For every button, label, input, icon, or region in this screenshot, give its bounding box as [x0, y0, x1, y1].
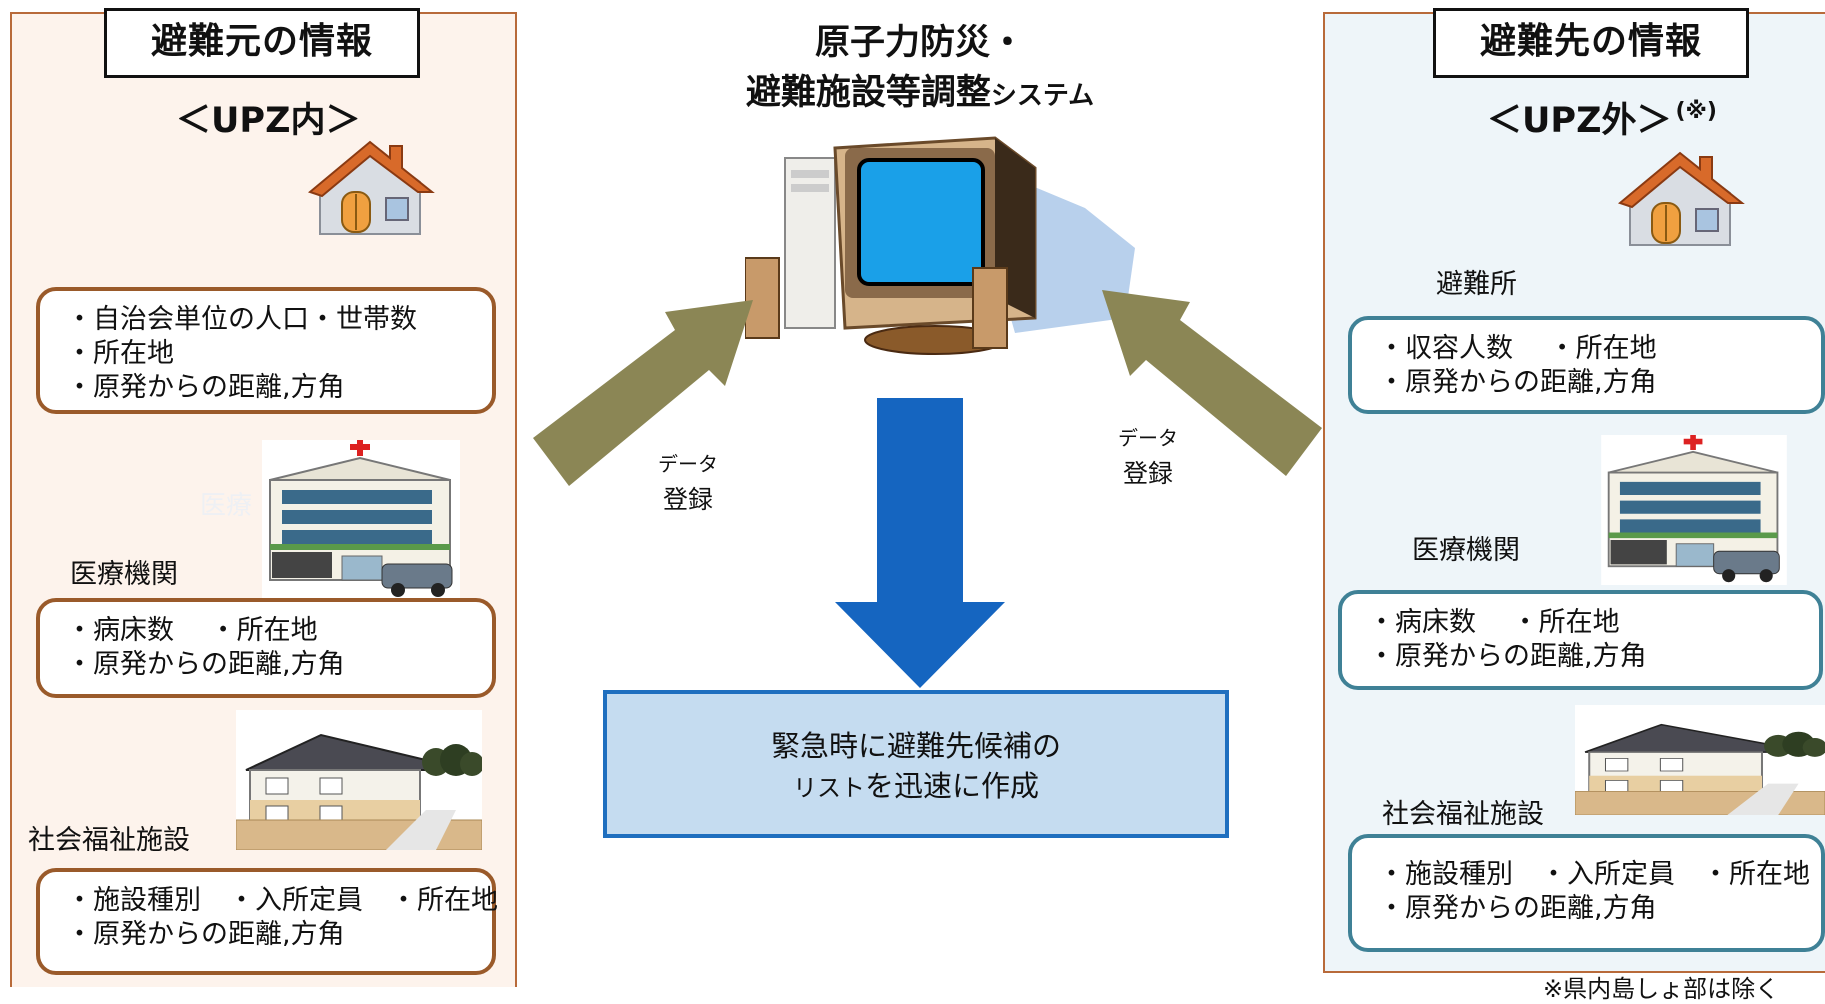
- left-hospital-label: 医療機関: [70, 559, 178, 590]
- right-welfare-info-box: ・施設種別 ・入所定員 ・所在地 ・原発からの距離,方角: [1348, 834, 1825, 952]
- system-title-small: システム: [990, 81, 1095, 111]
- info-line: ・原発からの距離,方角: [66, 649, 345, 680]
- left-hospital-info-box: ・病床数 ・所在地 ・原発からの距離,方角: [36, 598, 496, 698]
- system-title: 原子力防災・ 避難施設等調整システム: [600, 18, 1240, 121]
- house-icon: [307, 140, 435, 235]
- data-label-text: 登録: [1122, 459, 1173, 488]
- result-line1: 緊急時に避難先候補の: [770, 729, 1061, 763]
- hospital-icon: [1601, 435, 1787, 585]
- info-line: ・原発からの距離,方角: [1378, 367, 1657, 398]
- info-line: ・所在地: [66, 338, 174, 369]
- left-welfare-info-box: ・施設種別 ・入所定員 ・所在地 ・原発からの距離,方角: [36, 868, 498, 975]
- computer-icon: [745, 136, 1135, 355]
- right-shelter-info-box: ・収容人数 ・所在地 ・原発からの距離,方角: [1348, 316, 1825, 414]
- left-hospital-faint-label: 医療: [200, 491, 253, 521]
- right-hospital-info-box: ・病床数 ・所在地 ・原発からの距離,方角: [1338, 590, 1823, 690]
- result-line2: リストを迅速に作成: [607, 766, 1225, 808]
- right-shelter-label: 避難所: [1436, 269, 1517, 300]
- info-line: ・原発からの距離,方角: [1368, 641, 1647, 672]
- right-data-entry-label: データ 登録: [1118, 420, 1178, 492]
- result-small: リスト: [792, 774, 865, 802]
- left-data-entry-label: データ 登録: [658, 446, 718, 518]
- welfare-facility-icon: [236, 710, 482, 850]
- right-subtitle-note: (※): [1675, 99, 1717, 124]
- hospital-icon: [262, 440, 460, 600]
- system-title-line2: 避難施設等調整システム: [600, 68, 1240, 121]
- info-line: ・収容人数 ・所在地: [1378, 333, 1657, 364]
- right-subtitle: ＜UPZ外＞(※): [1487, 92, 1717, 143]
- data-label-small: データ: [658, 452, 718, 476]
- right-header: 避難先の情報: [1433, 8, 1749, 78]
- system-title-text: 避難施設等調整: [745, 73, 991, 113]
- info-line: ・施設種別 ・入所定員 ・所在地: [1378, 859, 1810, 890]
- left-subtitle: ＜UPZ内＞: [176, 101, 361, 141]
- info-line: ・病床数 ・所在地: [66, 615, 318, 646]
- right-subtitle-text: ＜UPZ外＞: [1487, 101, 1672, 141]
- info-line: ・病床数 ・所在地: [1368, 607, 1620, 638]
- right-hospital-label: 医療機関: [1412, 535, 1520, 566]
- info-line: ・原発からの距離,方角: [66, 919, 345, 950]
- data-label-small: データ: [1118, 426, 1178, 450]
- system-title-line1: 原子力防災・: [814, 23, 1025, 63]
- candidate-list-result-box: 緊急時に避難先候補の リストを迅速に作成: [603, 690, 1229, 838]
- left-residents-info-box: ・自治会単位の人口・世帯数 ・所在地 ・原発からの距離,方角: [36, 287, 496, 414]
- info-line: ・原発からの距離,方角: [1378, 893, 1657, 924]
- welfare-facility-icon: [1575, 705, 1825, 815]
- info-line: ・施設種別 ・入所定員 ・所在地: [66, 885, 498, 916]
- info-line: ・原発からの距離,方角: [66, 372, 345, 403]
- right-welfare-label: 社会福祉施設: [1382, 799, 1544, 830]
- data-label-text: 登録: [662, 485, 713, 514]
- down-arrow: [835, 398, 1005, 688]
- result-text: を迅速に作成: [864, 769, 1039, 803]
- left-welfare-label: 社会福祉施設: [28, 825, 190, 856]
- left-data-entry-arrow: [533, 300, 753, 486]
- right-data-entry-arrow: [1102, 290, 1322, 476]
- house-icon: [1617, 151, 1745, 246]
- info-line: ・自治会単位の人口・世帯数: [66, 304, 417, 335]
- left-header: 避難元の情報: [104, 8, 420, 78]
